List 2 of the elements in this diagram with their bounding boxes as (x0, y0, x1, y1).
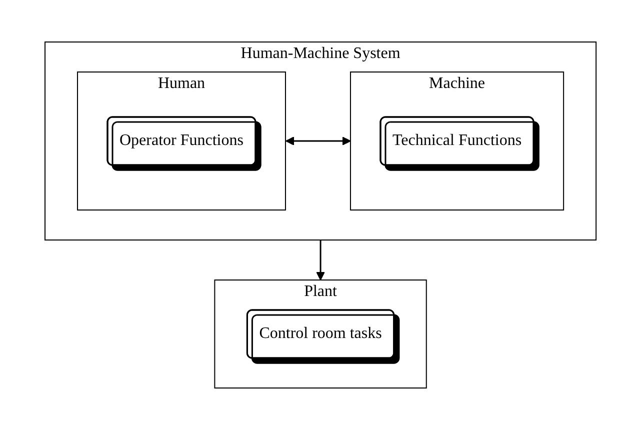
arrow (286, 136, 352, 145)
arrow (316, 240, 326, 280)
